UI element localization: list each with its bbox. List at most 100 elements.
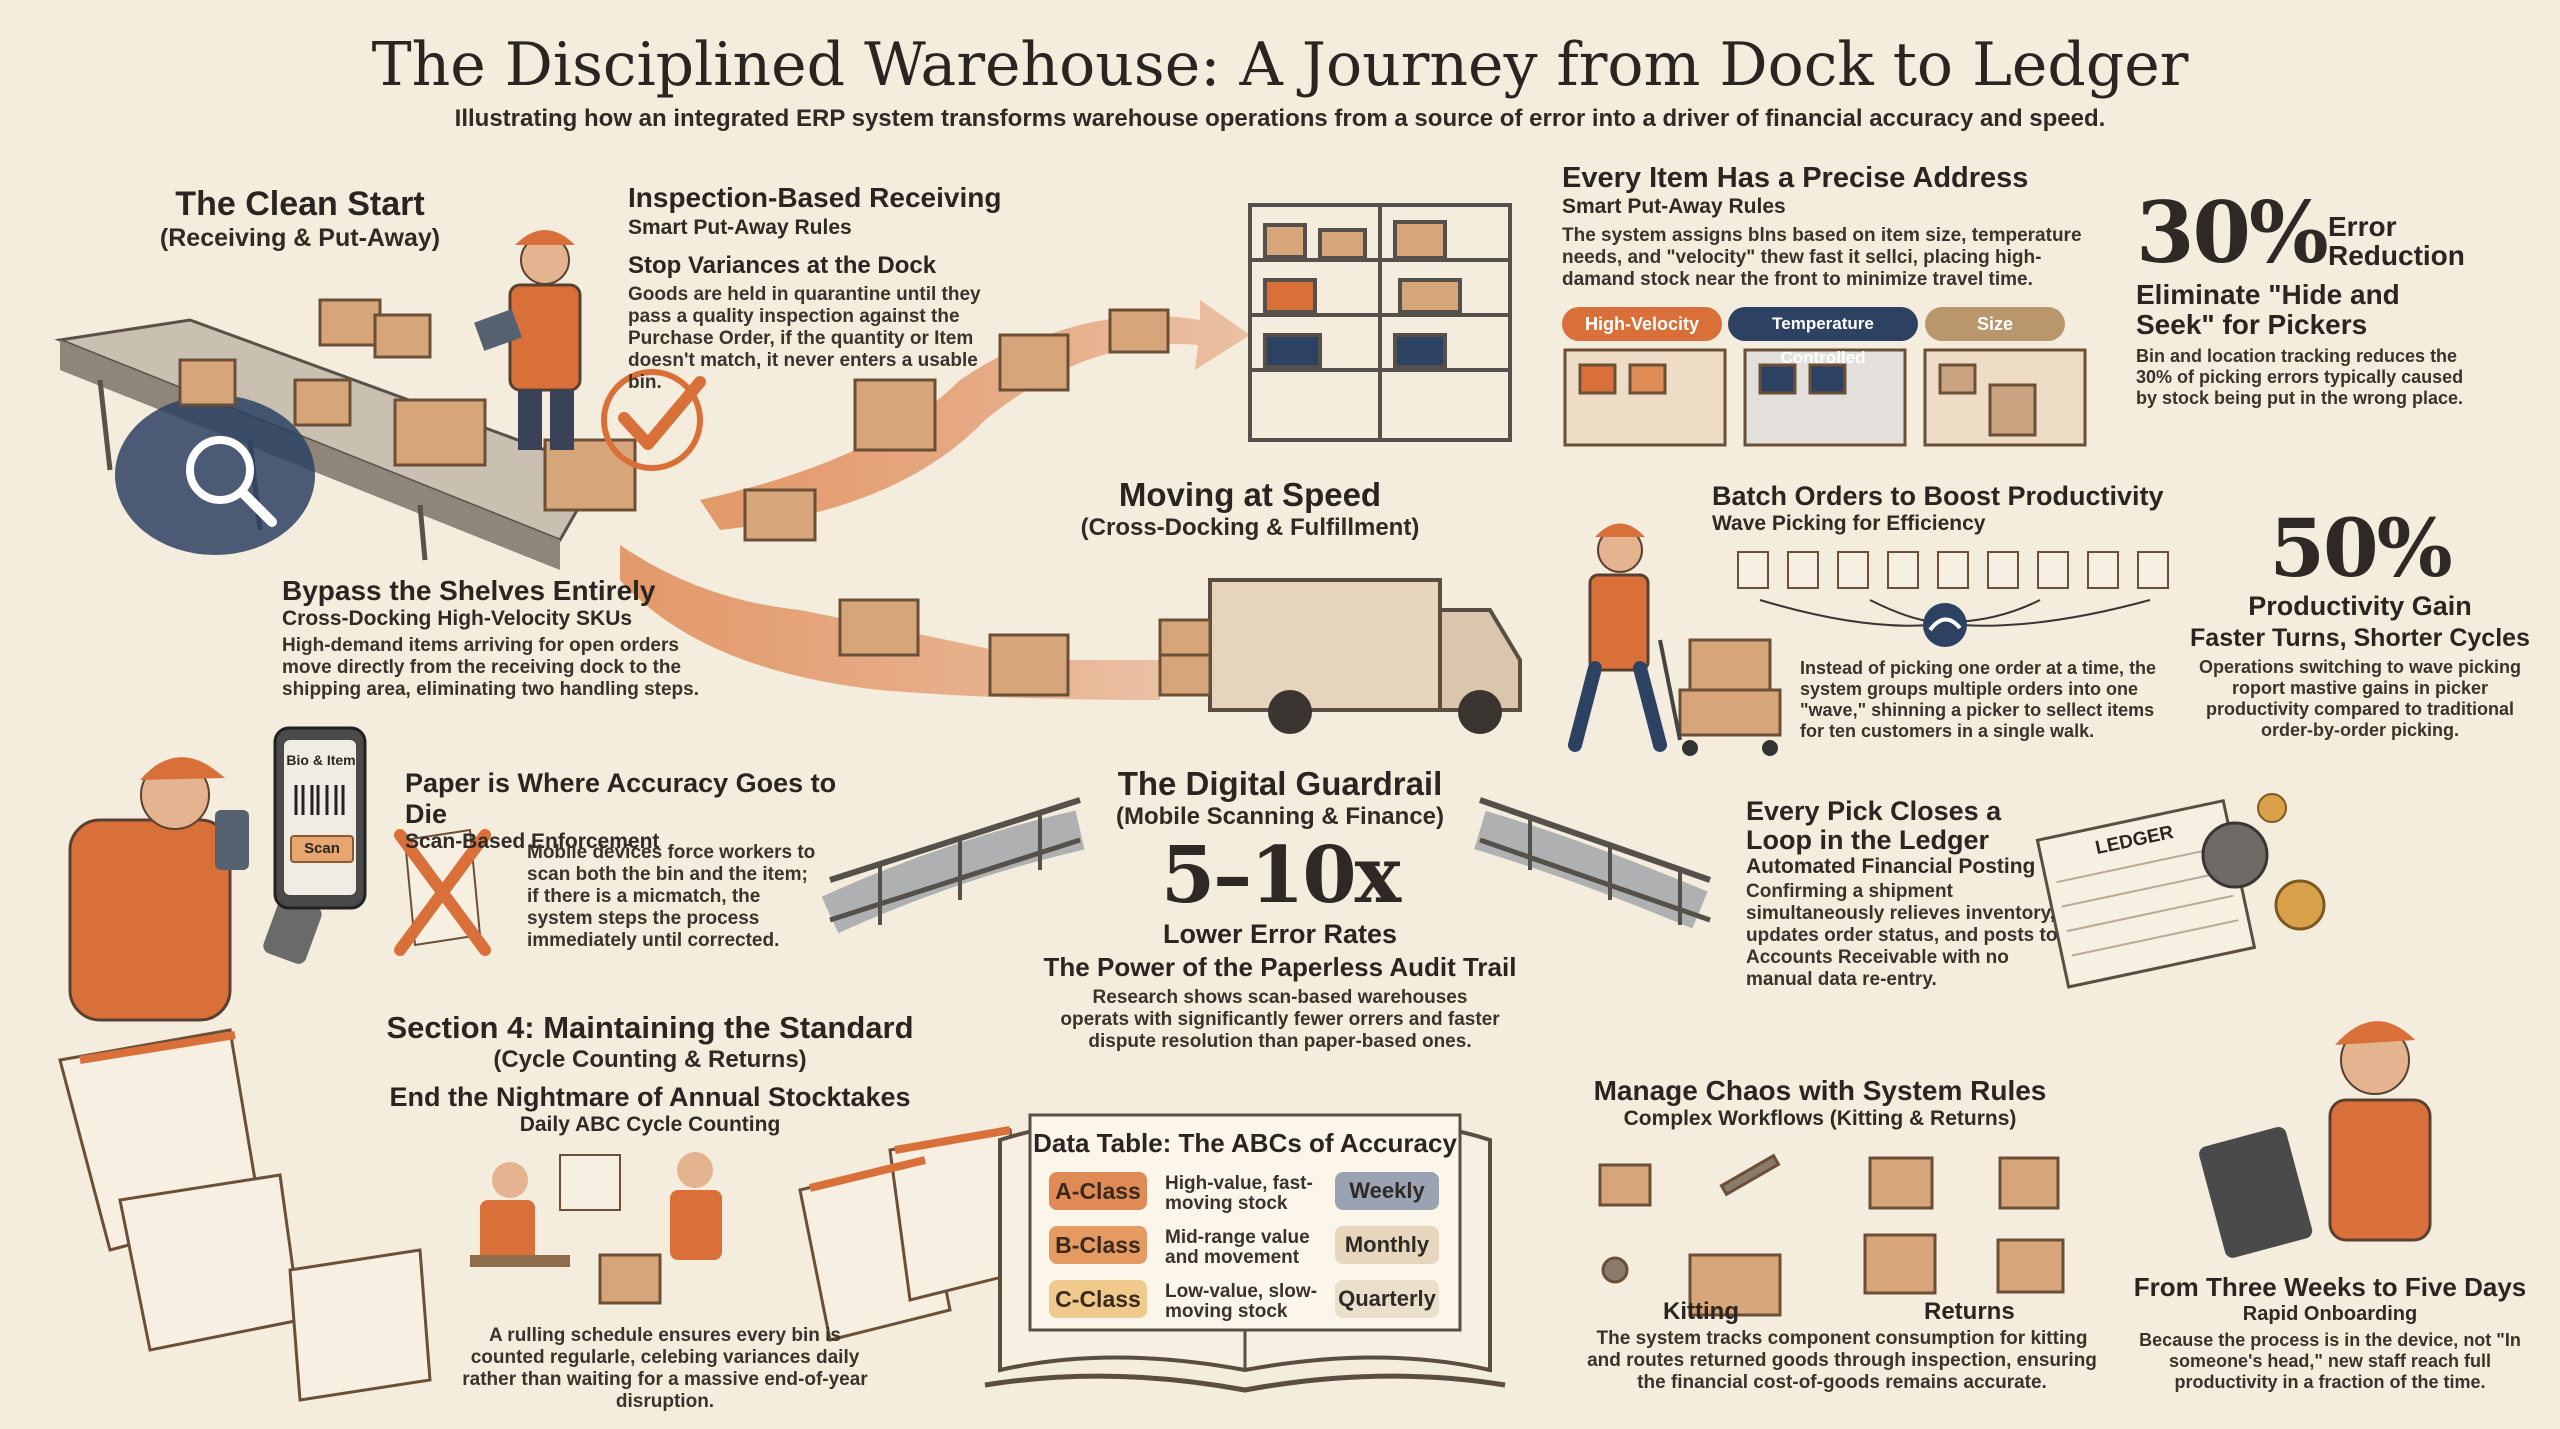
ledger-title: Every Pick Closes a Loop in the Ledger — [1746, 796, 2002, 855]
onboarding-subtitle: Rapid Onboarding — [2242, 1303, 2418, 1325]
guardrail-subtitle: (Mobile Scanning & Finance) — [1115, 803, 1445, 830]
flow-arrow-lower — [620, 545, 1160, 700]
address-block: Every Item Has a Precise Address Smart P… — [1562, 162, 2092, 291]
paper-block: Paper is Where Accuracy Goes to Die Scan… — [405, 768, 885, 854]
returns-label: Returns — [1924, 1298, 2015, 1325]
table-row-a-class: A-Class — [1049, 1172, 1147, 1210]
page-subtitle: Illustrating how an integrated ERP syste… — [454, 105, 2106, 132]
onboarding-block: From Three Weeks to Five Days Rapid Onbo… — [2130, 1272, 2530, 1393]
paper-title: Paper is Where Accuracy Goes to Die — [405, 768, 837, 829]
productivity-title: Faster Turns, Shorter Cycles — [2190, 624, 2530, 652]
ledger-subtitle: Automated Financial Posting — [1746, 855, 2036, 878]
guardrail-block: The Digital Guardrail (Mobile Scanning &… — [1000, 765, 1560, 1053]
batch-title: Batch Orders to Boost Productivity — [1712, 481, 2164, 511]
section4-body: A rulling schedule ensures every bin is … — [462, 1325, 868, 1412]
chaos-subtitle: Complex Workflows (Kitting & Returns) — [1623, 1107, 2017, 1130]
truck-icon — [1158, 578, 1522, 734]
error-reduction-stat: 30% — [2136, 183, 2329, 282]
guardrail-left — [821, 797, 1085, 934]
address-title: Every Item Has a Precise Address — [1562, 162, 2029, 194]
section4-title: Section 4: Maintaining the Standard — [386, 1010, 914, 1045]
table-row-a-desc: High-value, fast-moving stock — [1165, 1173, 1313, 1214]
ledger-block: Every Pick Closes a Loop in the Ledger A… — [1746, 797, 2066, 991]
guardrail-body: Research shows scan-based warehouses ope… — [1060, 987, 1500, 1052]
page-title: The Disciplined Warehouse: A Journey fro… — [371, 30, 2189, 100]
table-row-b-class: B-Class — [1049, 1226, 1147, 1264]
onboarding-worker — [2199, 1021, 2432, 1258]
magnifier-icon — [115, 395, 315, 555]
section4-heading-sub: Daily ABC Cycle Counting — [519, 1113, 781, 1136]
productivity-block: 50% Productivity Gain Faster Turns, Shor… — [2185, 505, 2535, 741]
speed-title: Moving at Speed — [1118, 476, 1382, 513]
bypass-subtitle: Cross-Docking High-Velocity SKUs — [282, 607, 633, 630]
error-reduction-body: Bin and location tracking reduces the 30… — [2136, 346, 2464, 408]
shelving-rack — [1248, 203, 1512, 442]
inspection-block: Inspection-Based Receiving Smart Put-Awa… — [628, 182, 1008, 394]
guardrail-right — [1474, 797, 1711, 929]
chaos-title: Manage Chaos with System Rules — [1593, 1075, 2047, 1106]
batch-block: Batch Orders to Boost Productivity Wave … — [1712, 481, 2172, 536]
wave-picking-diagram — [1737, 551, 2169, 647]
bypass-block: Bypass the Shelves Entirely Cross-Dockin… — [282, 575, 722, 701]
error-reduction-block: Eliminate "Hide and Seek" for Pickers Bi… — [2136, 280, 2476, 409]
scanning-worker — [68, 757, 322, 1022]
table-row-b-freq: Monthly — [1335, 1226, 1439, 1264]
kitting-illustration — [1598, 1153, 1782, 1317]
guardrail-heading: The Power of the Paperless Audit Trail — [1043, 952, 1517, 982]
flow-arrow-upper — [700, 300, 1250, 542]
table-row-c-desc: Low-value, slow-moving stock — [1165, 1281, 1318, 1322]
cycle-count-workers — [470, 1152, 722, 1305]
guardrail-stat: 5–10x — [1160, 830, 1401, 921]
paper-body: Mobile devices force workers to scan bot… — [527, 842, 816, 951]
clean-start-title: The Clean Start — [175, 185, 425, 223]
calendar-pages — [58, 1028, 1032, 1402]
productivity-label: Productivity Gain — [2248, 591, 2472, 621]
inspection-body: Goods are held in quarantine until they … — [628, 284, 981, 393]
ledger-body: Confirming a shipment simultaneously rel… — [1746, 881, 2058, 990]
clean-start-subtitle: (Receiving & Put-Away) — [159, 224, 441, 252]
inspection-subtitle: Smart Put-Away Rules — [628, 216, 852, 239]
category-shelves — [1563, 348, 2087, 447]
abc-table: A-Class High-value, fast-moving stock We… — [1045, 1168, 1445, 1328]
tag-size: Size — [1925, 307, 2065, 341]
table-title: Data Table: The ABCs of Accuracy — [1033, 1128, 1457, 1158]
section4-heading: End the Nightmare of Annual Stocktakes — [389, 1082, 911, 1112]
inspection-title: Inspection-Based Receiving — [628, 182, 1002, 213]
crossed-paper-icon — [394, 828, 491, 956]
table-row-a-freq: Weekly — [1335, 1172, 1439, 1210]
inspection-heading: Stop Variances at the Dock — [628, 252, 937, 279]
clean-start-block: The Clean Start (Receiving & Put-Away) — [140, 185, 460, 253]
table-row-b-desc: Mid-range value and movement — [1165, 1227, 1310, 1268]
returns-illustration — [1863, 1156, 2065, 1295]
address-body: The system assigns blns based on item si… — [1562, 225, 2082, 290]
device-label: Bio & Item — [286, 752, 356, 768]
section4-block: Section 4: Maintaining the Standard (Cyc… — [380, 1010, 920, 1137]
ledger-book-icon — [2035, 793, 2326, 989]
checkmark-icon — [601, 369, 706, 471]
table-row-c-class: C-Class — [1049, 1280, 1147, 1318]
onboarding-title: From Three Weeks to Five Days — [2133, 1272, 2527, 1302]
receiving-worker — [474, 230, 582, 450]
kitting-label: Kitting — [1663, 1298, 1739, 1325]
paper-subtitle: Scan-Based Enforcement — [405, 830, 660, 853]
chaos-block: Manage Chaos with System Rules Complex W… — [1560, 1075, 2080, 1131]
table-row-c-freq: Quarterly — [1335, 1280, 1439, 1318]
address-subtitle: Smart Put-Away Rules — [1562, 195, 1786, 218]
picker-with-cart — [1568, 523, 1782, 756]
onboarding-body: Because the process is in the device, no… — [2139, 1330, 2521, 1392]
batch-subtitle: Wave Picking for Efficiency — [1712, 512, 1986, 535]
bypass-title: Bypass the Shelves Entirely — [282, 575, 656, 606]
speed-subtitle: (Cross-Docking & Fulfillment) — [1080, 514, 1420, 541]
error-reduction-label: Error Reduction — [2328, 211, 2465, 271]
device-scan-button[interactable]: Scan — [290, 835, 354, 863]
speed-block: Moving at Speed (Cross-Docking & Fulfill… — [1060, 476, 1440, 542]
guardrail-title: The Digital Guardrail — [1117, 765, 1443, 802]
section4-subtitle: (Cycle Counting & Returns) — [493, 1046, 807, 1073]
error-reduction-title: Eliminate "Hide and Seek" for Pickers — [2136, 279, 2400, 340]
tag-high-velocity: High-Velocity — [1562, 307, 1722, 341]
productivity-body: Operations switching to wave picking rop… — [2198, 657, 2522, 740]
batch-body: Instead of picking one order at a time, … — [1800, 658, 2157, 741]
bypass-body: High-demand items arriving for open orde… — [282, 635, 699, 700]
chaos-body: The system tracks component consumption … — [1587, 1328, 2097, 1393]
